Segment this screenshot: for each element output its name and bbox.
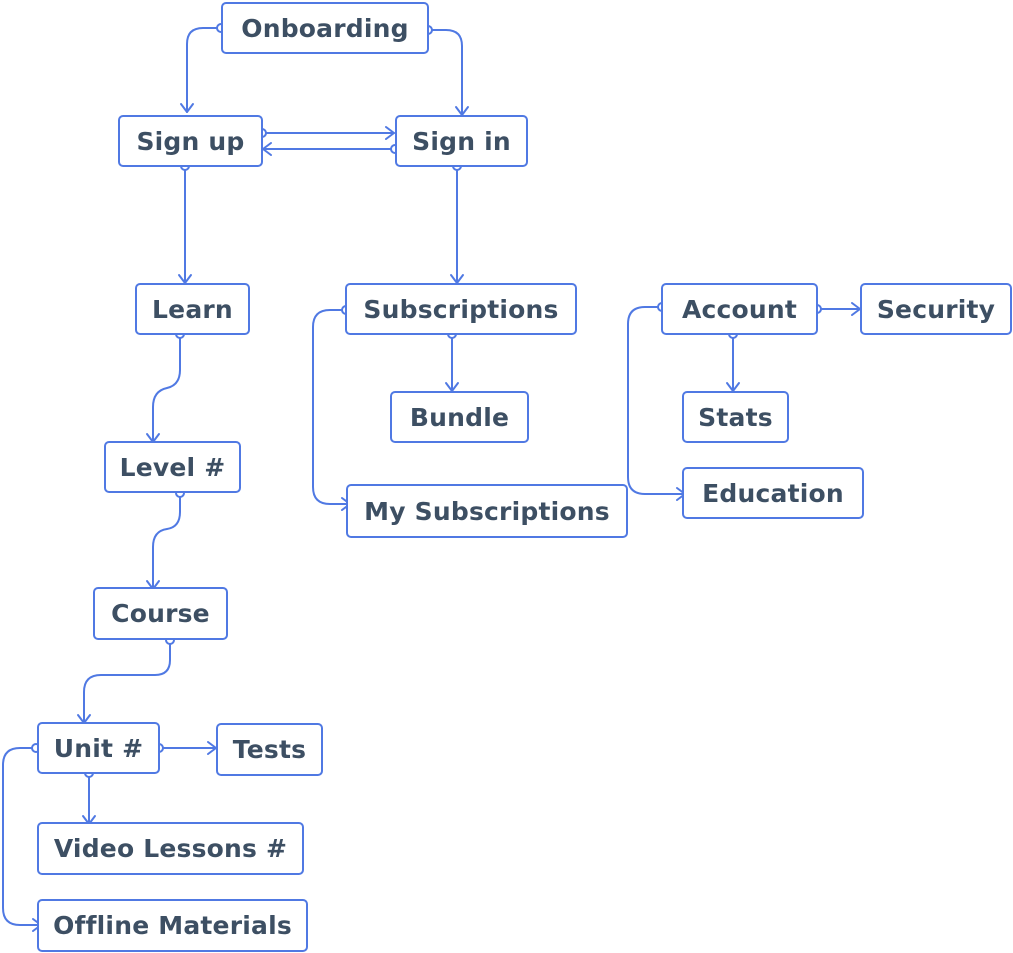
node-sign-in[interactable]: Sign in <box>395 115 528 167</box>
edge-course-to-unit <box>77 635 175 724</box>
node-level[interactable]: Level # <box>104 441 241 493</box>
node-learn[interactable]: Learn <box>135 283 250 335</box>
node-stats-label: Stats <box>698 402 773 432</box>
node-subscriptions-label: Subscriptions <box>363 294 559 324</box>
node-bundle[interactable]: Bundle <box>390 391 529 443</box>
node-sign-up-label: Sign up <box>136 126 245 156</box>
edge-account-to-stats <box>726 329 740 392</box>
node-education[interactable]: Education <box>682 467 864 519</box>
edge-unit-to-offline-materials <box>2 743 42 932</box>
edge-sign-up-to-learn <box>178 161 192 284</box>
node-video-lessons-label: Video Lessons # <box>53 834 288 863</box>
edge-account-to-security <box>812 302 861 316</box>
node-my-subscriptions-label: My Subscriptions <box>364 496 610 526</box>
node-onboarding-label: Onboarding <box>241 13 409 43</box>
node-video-lessons[interactable]: Video Lessons # <box>37 822 304 875</box>
edge-level-to-course <box>146 488 185 590</box>
node-sign-in-label: Sign in <box>412 126 511 156</box>
node-security-label: Security <box>876 294 996 324</box>
edge-learn-to-level <box>146 329 185 443</box>
edge-onboarding-to-sign-up <box>180 23 226 113</box>
edge-sign-in-to-subscriptions <box>450 161 464 284</box>
node-learn-label: Learn <box>152 294 233 324</box>
edge-sign-in-to-sign-up <box>262 142 400 156</box>
edge-onboarding-to-sign-in <box>423 25 469 116</box>
node-offline-materials-label: Offline Materials <box>53 911 292 940</box>
node-course-label: Course <box>111 599 210 628</box>
node-unit[interactable]: Unit # <box>37 722 160 774</box>
node-unit-label: Unit # <box>53 733 144 763</box>
node-my-subscriptions[interactable]: My Subscriptions <box>346 484 628 538</box>
node-tests-label: Tests <box>232 735 307 764</box>
edge-subscriptions-to-my-subscriptions <box>312 305 351 511</box>
node-education-label: Education <box>702 478 844 508</box>
node-onboarding[interactable]: Onboarding <box>221 2 429 54</box>
node-subscriptions[interactable]: Subscriptions <box>345 283 577 335</box>
node-level-label: Level # <box>119 452 226 482</box>
node-tests[interactable]: Tests <box>216 723 323 776</box>
node-account-label: Account <box>681 294 798 324</box>
node-bundle-label: Bundle <box>409 402 510 432</box>
node-account[interactable]: Account <box>661 283 818 335</box>
node-sign-up[interactable]: Sign up <box>118 115 263 167</box>
edge-unit-to-video-lessons <box>82 768 96 825</box>
edge-sign-up-to-sign-in <box>257 126 395 140</box>
node-security[interactable]: Security <box>860 283 1012 335</box>
node-offline-materials[interactable]: Offline Materials <box>37 899 308 952</box>
node-stats[interactable]: Stats <box>682 391 789 443</box>
edge-subscriptions-to-bundle <box>445 329 459 392</box>
edge-unit-to-tests <box>154 741 217 755</box>
node-course[interactable]: Course <box>93 587 228 640</box>
